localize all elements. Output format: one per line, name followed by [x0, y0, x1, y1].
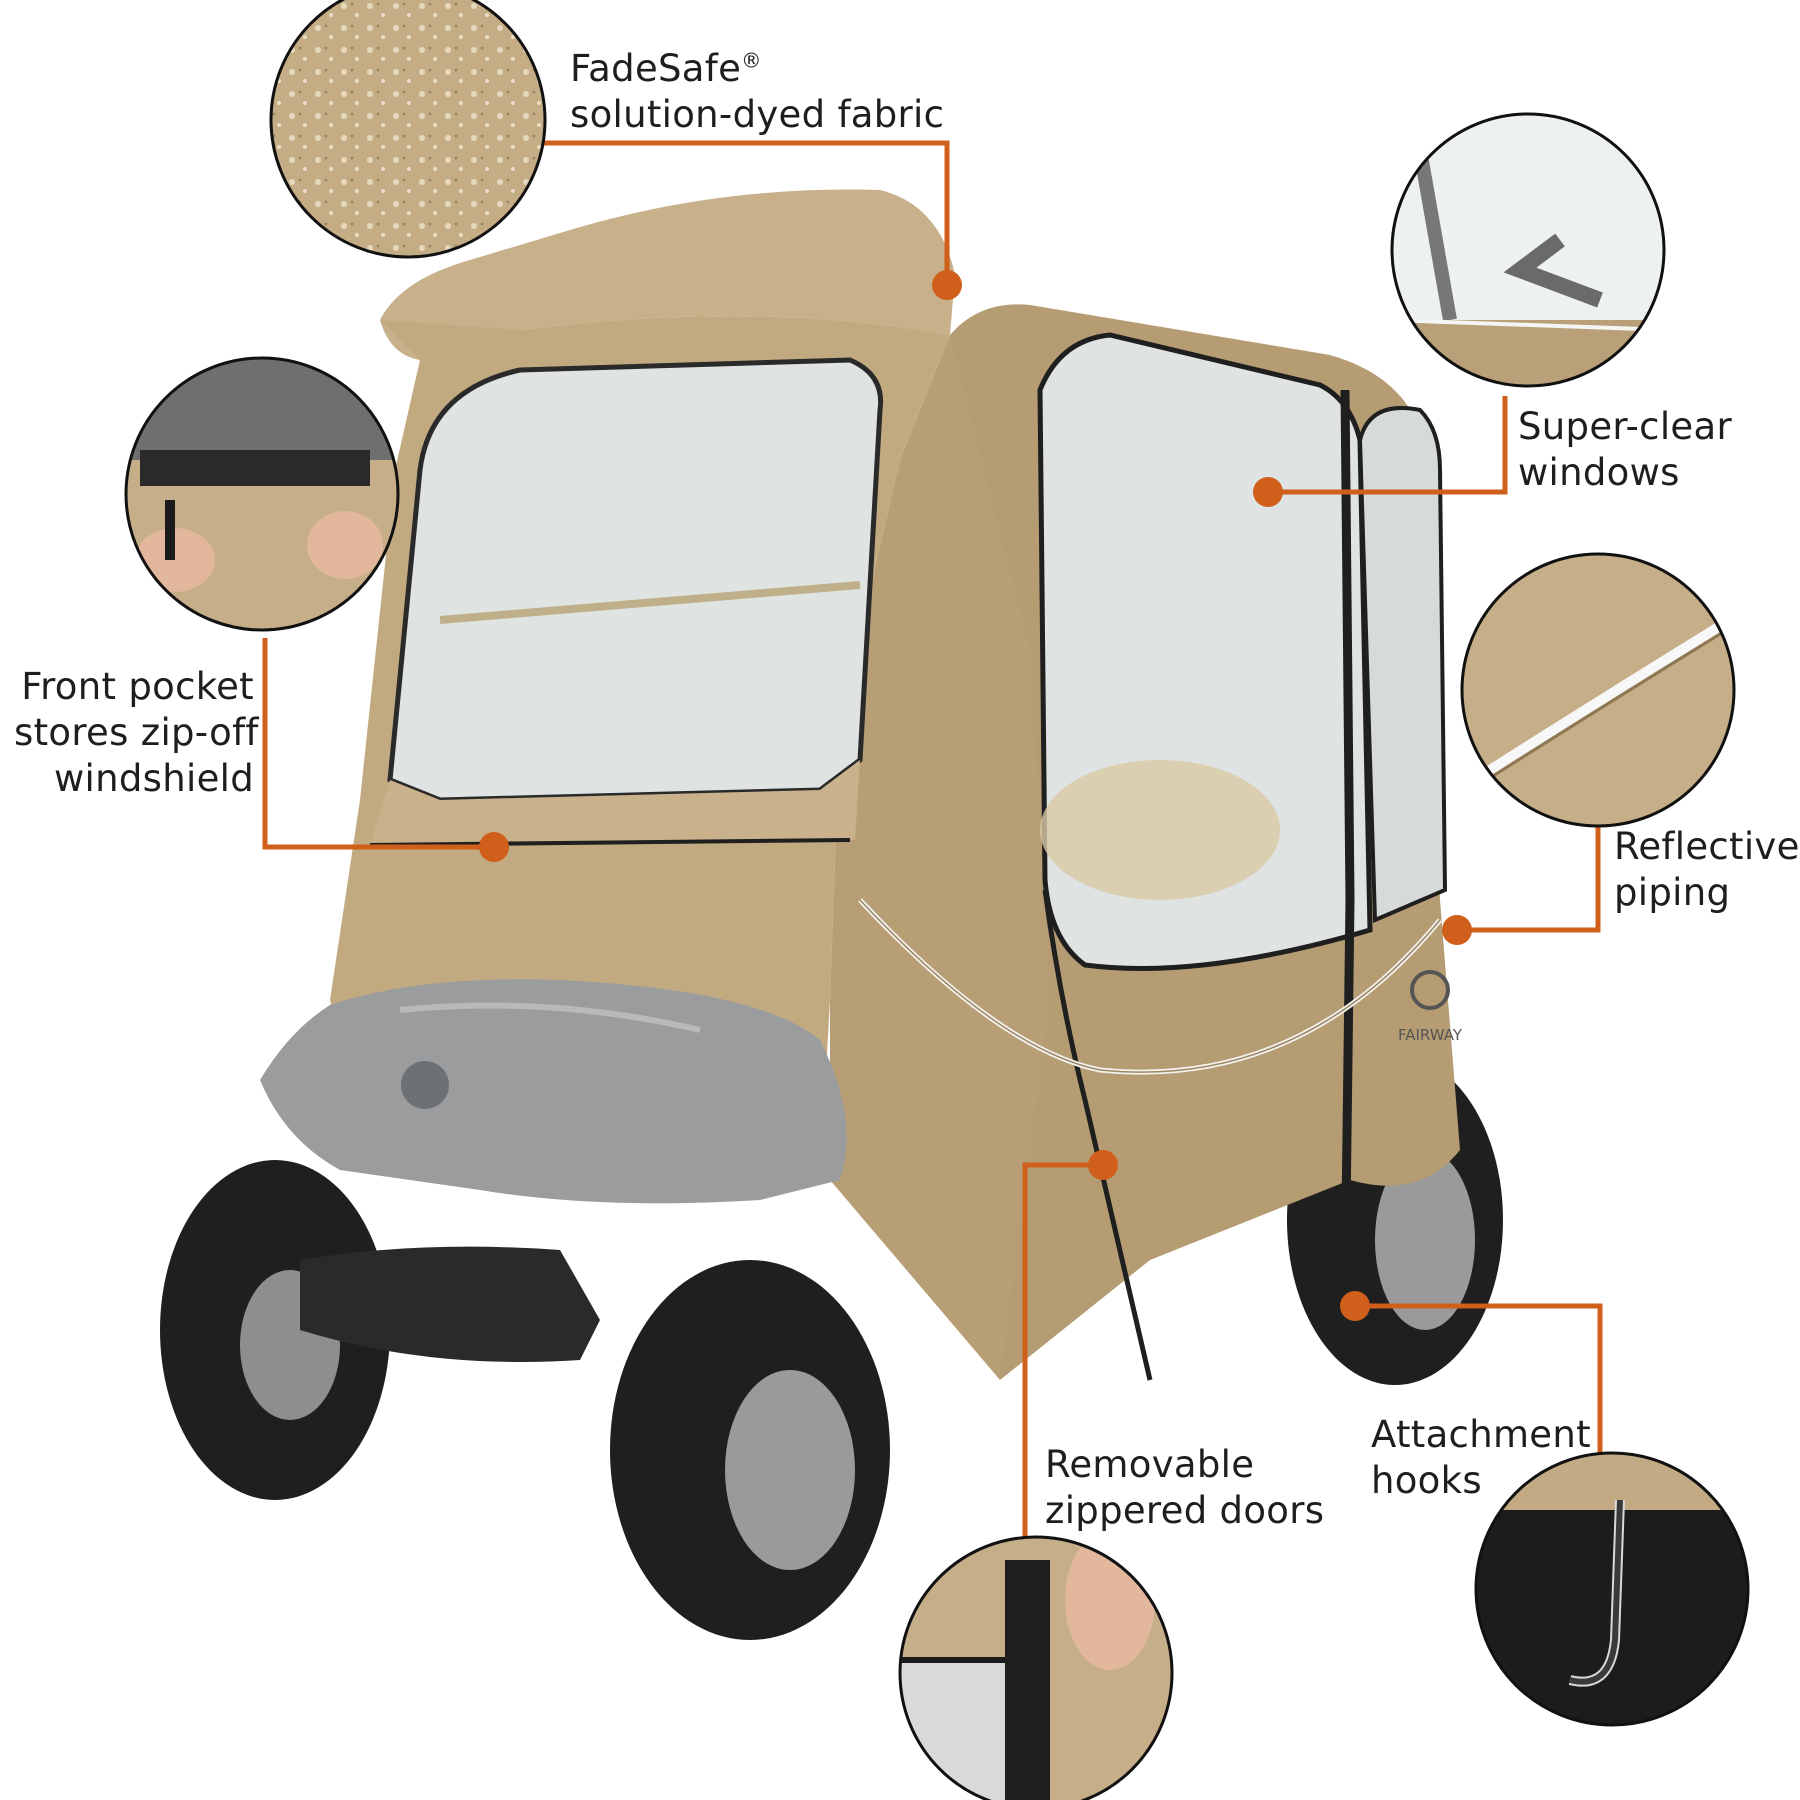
- hook-detail-icon: [1474, 1451, 1750, 1727]
- dot-windows: [1253, 477, 1283, 507]
- dot-doors: [1088, 1150, 1118, 1180]
- dot-pocket: [479, 832, 509, 862]
- callout-doors-line1: Removable: [1045, 1443, 1255, 1486]
- callout-windows-line2: windows: [1518, 451, 1680, 494]
- front-windshield: [387, 357, 884, 803]
- callout-pocket-line2: stores zip-off: [14, 711, 259, 754]
- callout-piping: Reflective piping: [1614, 824, 1800, 916]
- callout-pocket-line1: Front pocket: [21, 665, 254, 708]
- callout-windows: Super-clear windows: [1518, 404, 1732, 496]
- registered-mark: ®: [741, 48, 762, 73]
- piping-detail-icon: [1460, 552, 1736, 828]
- callout-piping-line2: piping: [1614, 871, 1731, 914]
- golf-cart: FAIRWAY: [160, 189, 1503, 1640]
- pocket-detail-icon: [124, 356, 400, 632]
- cover-roof: [380, 189, 955, 360]
- window-detail-icon: [1390, 112, 1666, 388]
- fairway-logo-icon: [1410, 970, 1450, 1010]
- callout-hooks-line2: hooks: [1371, 1459, 1482, 1502]
- dot-hooks: [1340, 1291, 1370, 1321]
- callout-hooks-line1: Attachment: [1371, 1413, 1591, 1456]
- callout-piping-line1: Reflective: [1614, 825, 1800, 868]
- callout-fadesafe-line1: FadeSafe: [570, 47, 742, 90]
- fairway-logo-text: FAIRWAY: [1398, 1026, 1463, 1044]
- cart-hood: [260, 979, 847, 1204]
- dot-fabric: [932, 270, 962, 300]
- callout-doors-line2: zippered doors: [1045, 1489, 1325, 1532]
- callout-hooks: Attachment hooks: [1371, 1412, 1591, 1504]
- callout-fadesafe: FadeSafe® solution-dyed fabric: [570, 46, 944, 138]
- callout-fadesafe-line2: solution-dyed fabric: [570, 93, 945, 136]
- callout-dots: [479, 270, 1472, 1321]
- callout-pocket: Front pocket stores zip-off windshield: [14, 664, 259, 802]
- door-zipper-detail-icon: [898, 1535, 1174, 1800]
- callout-pocket-line3: windshield: [53, 757, 254, 800]
- cart-badge: [401, 1061, 449, 1109]
- callout-windows-line1: Super-clear: [1518, 405, 1732, 448]
- fabric-texture-icon: [269, 0, 547, 259]
- front-bumper: [300, 1246, 600, 1362]
- dot-piping: [1442, 915, 1472, 945]
- callout-lines: [262, 140, 1603, 1537]
- callout-doors: Removable zippered doors: [1045, 1442, 1324, 1534]
